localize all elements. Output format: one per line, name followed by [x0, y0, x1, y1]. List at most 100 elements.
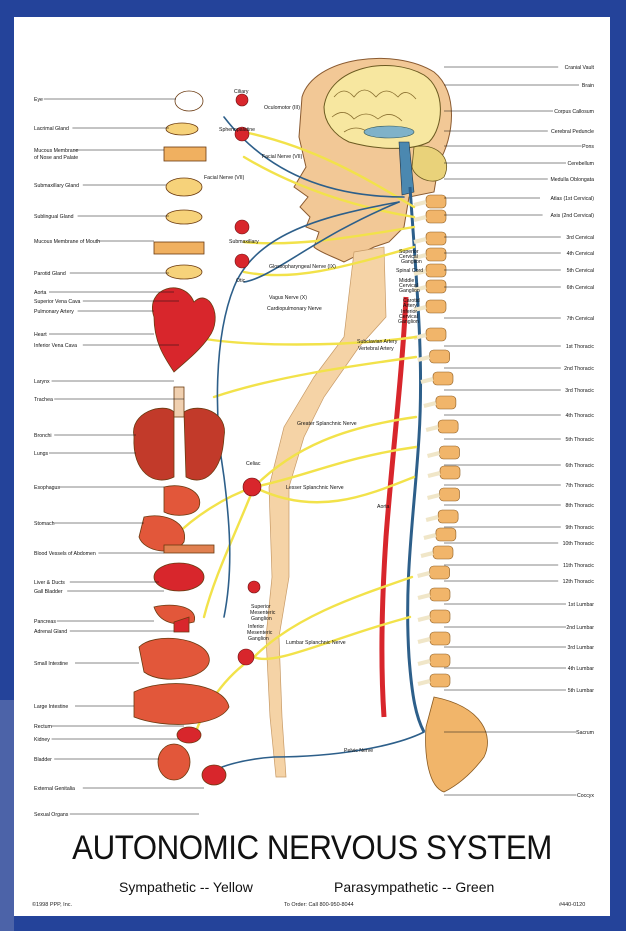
superior-mesenteric-ganglion: [248, 581, 260, 593]
lungs-icon: [134, 408, 225, 480]
left-label: Larynx: [34, 379, 50, 385]
right-label: 2nd Lumbar: [566, 625, 594, 631]
vertebra-process: [418, 639, 430, 642]
vertebra-process: [428, 495, 440, 498]
vertebra: [426, 280, 446, 293]
abdomen-vessels-icon: [164, 545, 214, 553]
vertebra: [430, 566, 450, 579]
center-label: Ganglion: [398, 319, 419, 325]
vertebra-process: [421, 379, 433, 382]
right-label: Medulla Oblongata: [550, 177, 594, 183]
left-label: Eye: [34, 97, 43, 103]
left-label: Kidney: [34, 737, 50, 743]
right-label: 3rd Thoracic: [565, 388, 594, 394]
left-label: Blood Vessels of Abdomen: [34, 551, 96, 557]
copyright: ©1998 PPP, Inc.: [32, 902, 72, 908]
vertebra: [438, 510, 458, 523]
vertebra: [433, 546, 453, 559]
right-label: 4th Thoracic: [566, 413, 595, 419]
vertebra-process: [426, 517, 438, 520]
center-label: Facial Nerve (VII): [262, 154, 303, 160]
right-label: 3rd Lumbar: [567, 645, 594, 651]
left-label: Rectum: [34, 724, 52, 730]
left-label: Large Intestine: [34, 704, 68, 710]
left-label: of Nose and Palate: [34, 155, 78, 161]
right-label: 11th Thoracic: [563, 563, 594, 569]
center-label: Ganglion: [399, 288, 420, 294]
right-label: 4th Lumbar: [568, 666, 595, 672]
ciliary-ganglion: [236, 94, 248, 106]
center-label: Lumbar Splanchnic Nerve: [286, 640, 346, 646]
small-intestine-icon: [139, 638, 209, 679]
center-label: Greater Splanchnic Nerve: [297, 421, 357, 427]
submaxillary-ganglion: [235, 220, 249, 234]
left-label: Lungs: [34, 451, 49, 457]
parotid-gland-icon: [166, 265, 202, 279]
left-label: Liver & Ducts: [34, 580, 65, 586]
right-label: 6th Thoracic: [566, 463, 595, 469]
right-label: 9th Thoracic: [566, 525, 595, 531]
right-label: 1st Thoracic: [566, 344, 595, 350]
left-label: External Genitalia: [34, 786, 75, 792]
left-organs: [134, 91, 229, 785]
center-label: Facial Nerve (VII): [204, 175, 245, 181]
left-label: Mucous Membrane of Mouth: [34, 239, 100, 245]
center-label: Ciliary: [234, 89, 249, 95]
vertebra: [436, 528, 456, 541]
vertebra: [440, 488, 460, 501]
left-label: Stomach: [34, 521, 55, 527]
right-label: 1st Lumbar: [568, 602, 594, 608]
vertebra: [426, 248, 446, 261]
right-label: Pons: [582, 144, 594, 150]
vertebra: [430, 674, 450, 687]
lacrimal-gland-icon: [166, 123, 198, 135]
right-label: 7th Cervical: [567, 316, 594, 322]
vertebra-process: [418, 617, 430, 620]
left-label: Submaxillary Gland: [34, 183, 79, 189]
sacrum: [426, 697, 488, 792]
vertebra: [426, 232, 446, 245]
vertebra: [440, 466, 460, 479]
left-label: Mucous Membrane: [34, 148, 79, 154]
right-label: 7th Thoracic: [566, 483, 595, 489]
right-label: Cerebellum: [567, 161, 594, 167]
right-label: Cerebral Peduncle: [551, 129, 594, 135]
eye-icon: [175, 91, 203, 111]
esophagus-icon: [164, 486, 200, 516]
body-silhouette: [266, 247, 386, 777]
right-label: 5th Lumbar: [568, 688, 595, 694]
kidney-icon: [177, 727, 201, 743]
left-label: Pancreas: [34, 619, 56, 625]
genitalia-icon: [202, 765, 226, 785]
center-label: Submaxillary: [229, 239, 259, 245]
right-label: 6th Cervical: [567, 285, 594, 291]
left-label: Gall Bladder: [34, 589, 63, 595]
vertebra-process: [414, 239, 426, 242]
center-label: Lesser Splanchnic Nerve: [286, 485, 344, 491]
right-label: 4th Cervical: [567, 251, 594, 257]
vertebra: [426, 264, 446, 277]
right-label: 10th Thoracic: [563, 541, 595, 547]
vertebra: [426, 300, 446, 313]
vertebra-process: [421, 553, 433, 556]
sublingual-gland-icon: [166, 210, 202, 224]
vertebra-process: [418, 595, 430, 598]
vertebra-process: [414, 202, 426, 205]
vertebra: [426, 210, 446, 223]
inferior-mesenteric-ganglion: [238, 649, 254, 665]
vertebra-process: [426, 427, 438, 430]
liver-icon: [154, 563, 204, 591]
center-label: Ganglion: [401, 259, 422, 265]
heart-icon: [152, 288, 215, 372]
left-label: Inferior Vena Cava: [34, 343, 77, 349]
vertebra: [440, 446, 460, 459]
vertebra-process: [418, 661, 430, 664]
vertebra: [430, 654, 450, 667]
corpus-callosum: [364, 126, 414, 138]
right-label: 12th Thoracic: [563, 579, 595, 585]
otic-ganglion: [235, 254, 249, 268]
left-label: Superior Vena Cava: [34, 299, 81, 305]
order-info: To Order: Call 800-950-8044: [284, 902, 354, 908]
left-label: Sexual Organs: [34, 812, 69, 818]
right-labels: Cranial VaultBrainCorpus CallosumCerebra…: [444, 65, 595, 799]
